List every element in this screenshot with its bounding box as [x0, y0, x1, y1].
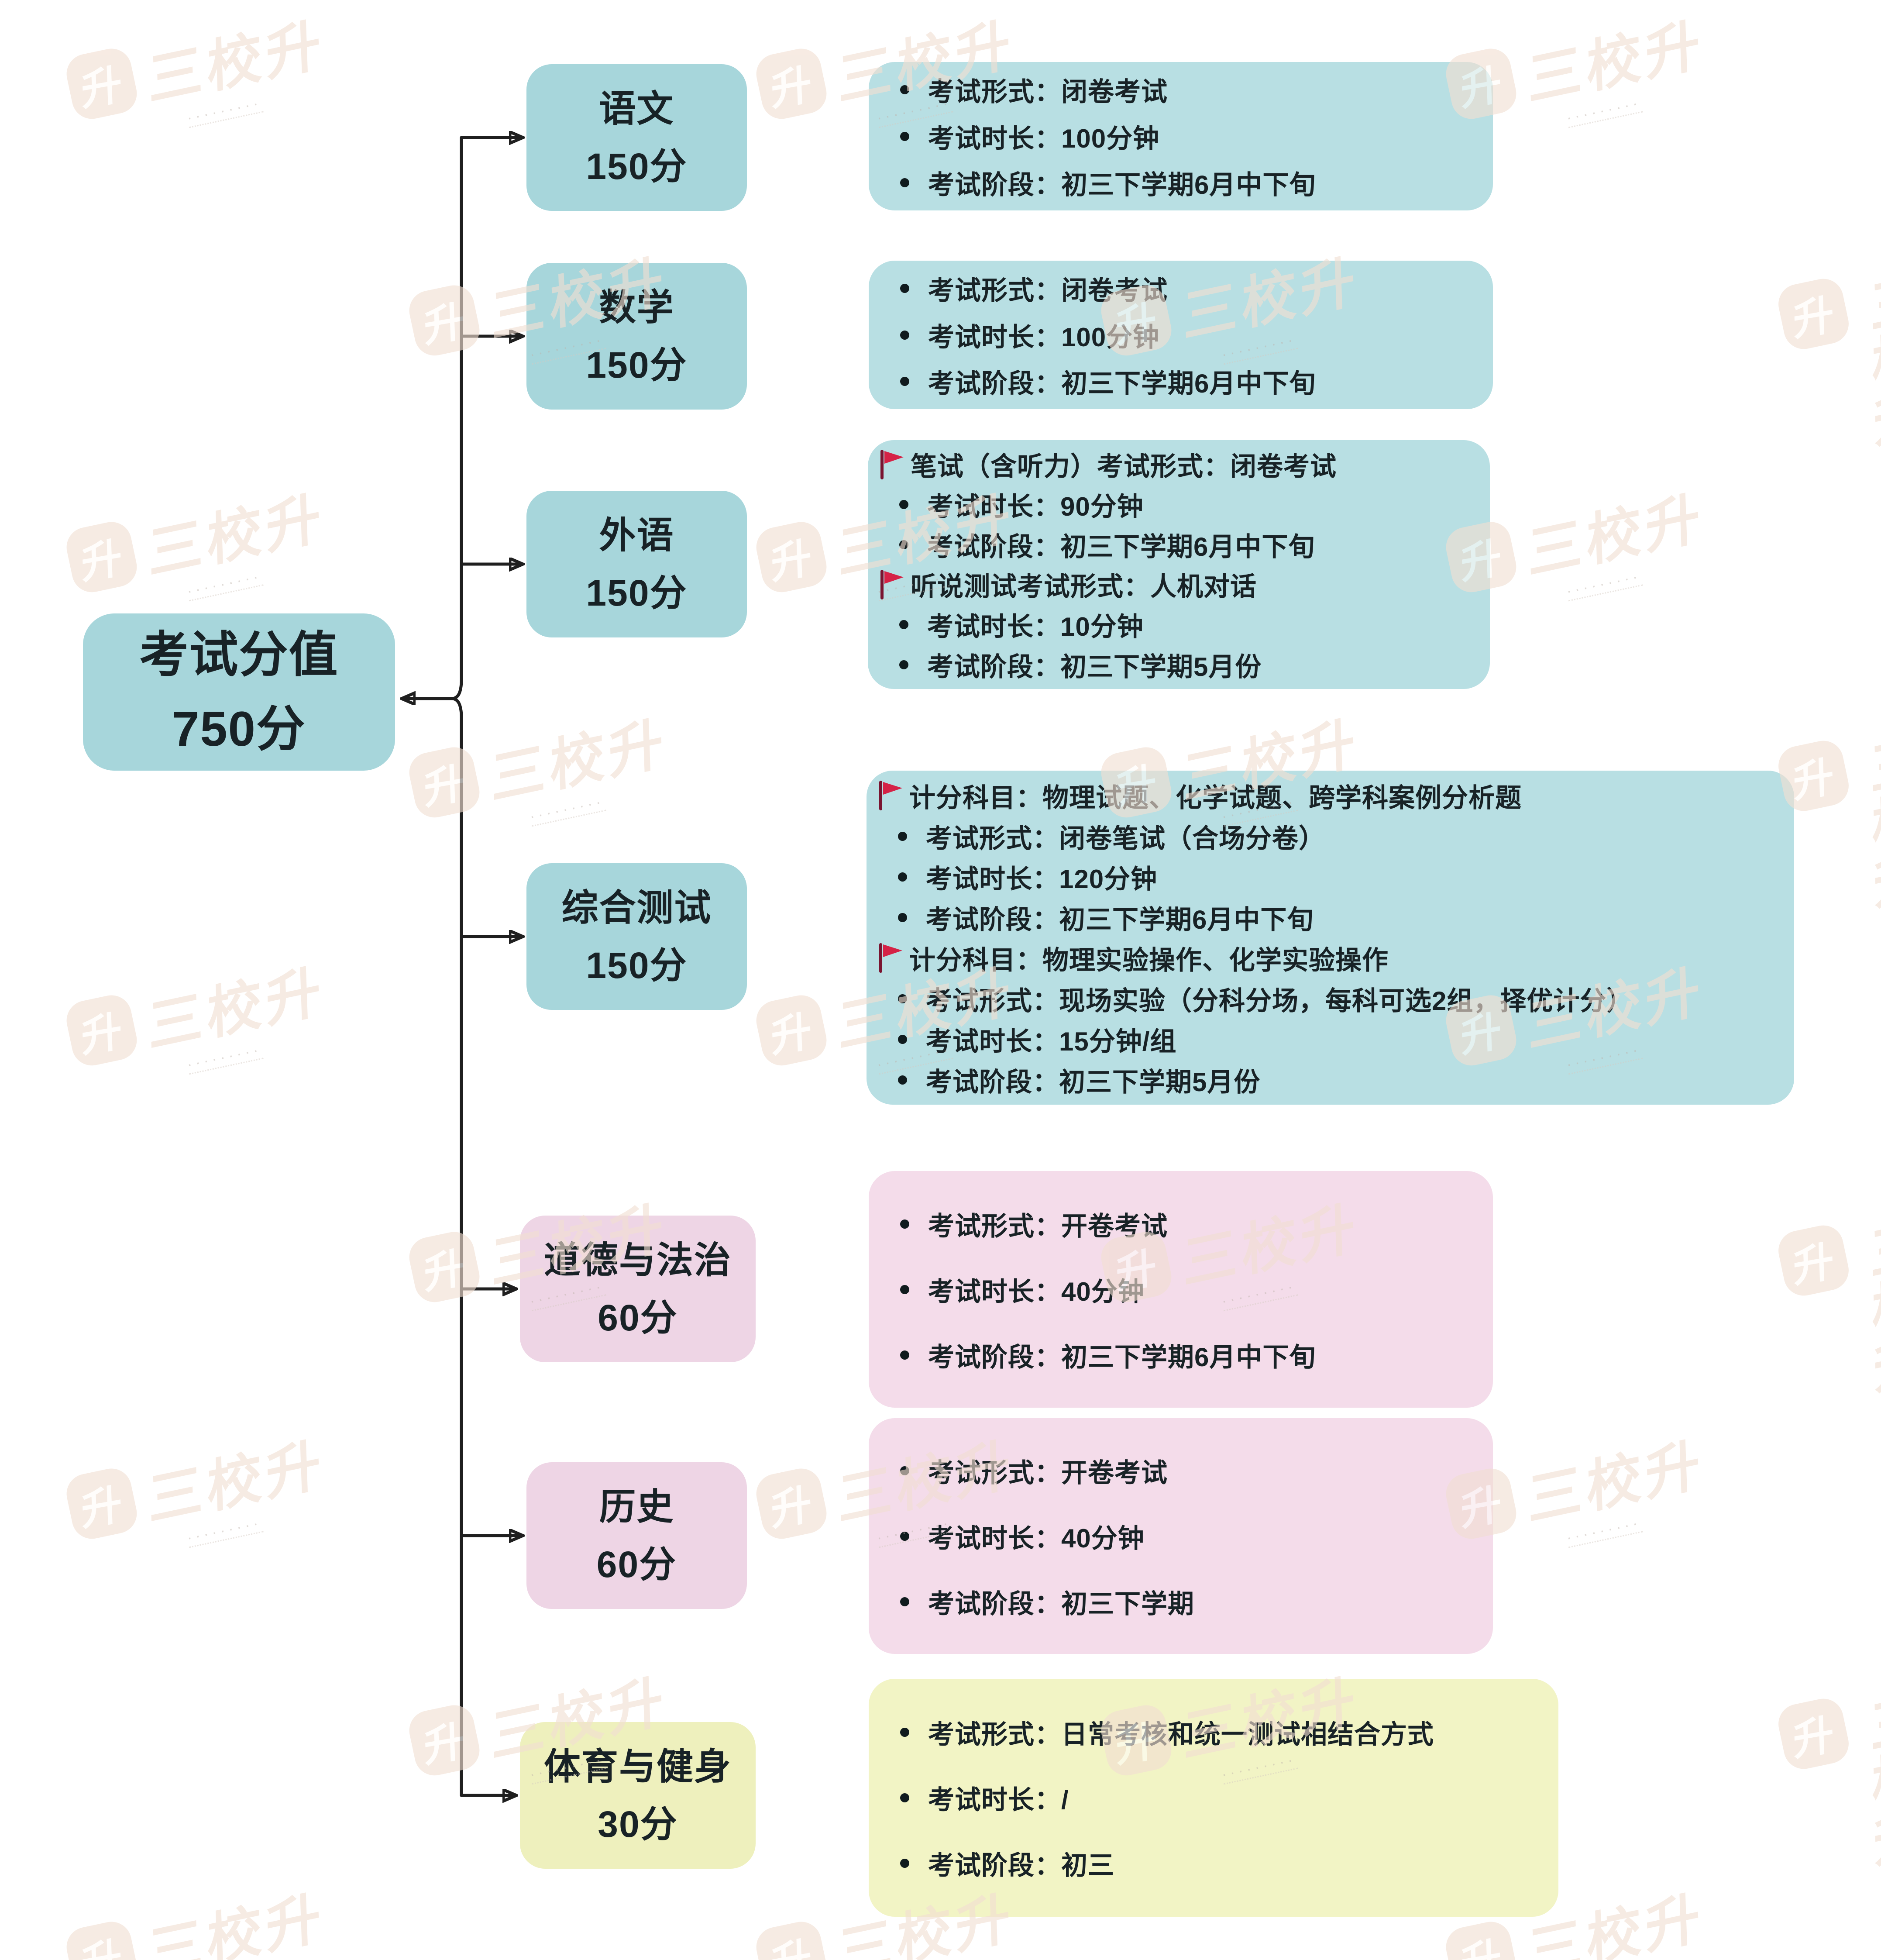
subject-node-daode-fazhi: 道德与法治 60分 — [520, 1216, 756, 1362]
bullet-icon — [900, 377, 909, 386]
bullet-icon — [900, 1350, 909, 1360]
bullet-icon — [898, 872, 907, 882]
detail-item: 考试形式：闭卷考试 — [880, 66, 1475, 113]
detail-item: 考试形式：闭卷笔试（合场分卷） — [878, 816, 1777, 857]
bullet-icon — [898, 1075, 907, 1085]
bullet-icon — [899, 660, 908, 669]
detail-item: 听说测试考试形式：人机对话 — [879, 565, 1472, 605]
subject-score: 60分 — [598, 1297, 678, 1338]
detail-item: 计分科目：物理实验操作、化学实验操作 — [878, 938, 1777, 978]
root-score: 750分 — [172, 702, 306, 756]
detail-box-shuxue: 考试形式：闭卷考试 考试时长：100分钟 考试阶段：初三下学期6月中下旬 — [869, 261, 1493, 409]
detail-item: 考试时长：120分钟 — [878, 857, 1777, 897]
root-node: 考试分值 750分 — [83, 613, 395, 771]
detail-item: 考试阶段：初三下学期 — [880, 1569, 1475, 1634]
detail-item: 考试时长：40分钟 — [880, 1257, 1475, 1322]
detail-item: 考试时长：100分钟 — [880, 113, 1475, 160]
detail-item: 考试时长：90分钟 — [879, 485, 1472, 525]
subject-name: 数学 — [599, 287, 674, 328]
subject-node-lishi: 历史 60分 — [526, 1462, 747, 1609]
subject-name: 历史 — [599, 1486, 674, 1527]
bullet-icon — [900, 1531, 909, 1541]
detail-item: 考试阶段：初三下学期5月份 — [878, 1060, 1777, 1100]
detail-item: 考试形式：开卷考试 — [880, 1191, 1475, 1257]
subject-name: 体育与健身 — [543, 1746, 732, 1787]
bullet-icon — [900, 1285, 909, 1294]
subject-name: 外语 — [599, 515, 674, 556]
detail-item: 考试形式：开卷考试 — [880, 1438, 1475, 1503]
detail-box-yuwen: 考试形式：闭卷考试 考试时长：100分钟 考试阶段：初三下学期6月中下旬 — [869, 62, 1493, 210]
detail-item: 考试形式：现场实验（分科分场，每科可选2组，择优计分） — [878, 978, 1777, 1019]
detail-item: 考试时长：100分钟 — [880, 312, 1475, 358]
detail-item: 考试时长：10分钟 — [879, 605, 1472, 645]
bullet-icon — [899, 499, 908, 509]
detail-item: 考试阶段：初三下学期6月中下旬 — [880, 159, 1475, 206]
subject-score: 60分 — [596, 1544, 677, 1585]
bullet-icon — [898, 913, 907, 922]
subject-name: 道德与法治 — [543, 1240, 732, 1281]
flag-icon — [879, 943, 902, 973]
detail-item: 考试时长：/ — [880, 1765, 1541, 1831]
bullet-icon — [900, 1728, 909, 1737]
flag-icon — [880, 449, 904, 479]
flag-icon — [879, 781, 902, 810]
detail-box-zonghe-ceshi: 计分科目：物理试题、化学试题、跨学科案例分析题 考试形式：闭卷笔试（合场分卷） … — [867, 771, 1794, 1105]
bullet-icon — [899, 620, 908, 629]
bullet-icon — [900, 1466, 909, 1475]
bullet-icon — [900, 330, 909, 340]
subject-score: 30分 — [598, 1804, 678, 1845]
bullet-icon — [900, 1859, 909, 1868]
subject-node-zonghe-ceshi: 综合测试 150分 — [526, 863, 747, 1010]
bullet-icon — [900, 283, 909, 293]
detail-item: 考试时长：40分钟 — [880, 1503, 1475, 1569]
subject-score: 150分 — [586, 146, 688, 187]
detail-item: 考试阶段：初三下学期5月份 — [879, 644, 1472, 685]
bullet-icon — [900, 178, 909, 188]
subject-name: 综合测试 — [561, 887, 712, 928]
detail-item: 考试阶段：初三下学期6月中下旬 — [880, 1322, 1475, 1388]
detail-box-tiyu-jianshen: 考试形式：日常考核和统一测试相结合方式 考试时长：/ 考试阶段：初三 — [869, 1679, 1558, 1917]
detail-box-lishi: 考试形式：开卷考试 考试时长：40分钟 考试阶段：初三下学期 — [869, 1418, 1493, 1654]
bullet-icon — [900, 1793, 909, 1802]
subject-node-shuxue: 数学 150分 — [526, 263, 747, 410]
detail-item: 计分科目：物理试题、化学试题、跨学科案例分析题 — [878, 775, 1777, 816]
bullet-icon — [900, 1597, 909, 1606]
flag-icon — [880, 569, 904, 599]
detail-item: 笔试（含听力）考试形式：闭卷考试 — [879, 444, 1472, 485]
subject-node-yuwen: 语文 150分 — [526, 64, 747, 211]
bullet-icon — [898, 1034, 907, 1044]
detail-box-daode-fazhi: 考试形式：开卷考试 考试时长：40分钟 考试阶段：初三下学期6月中下旬 — [869, 1171, 1493, 1408]
bullet-icon — [900, 1219, 909, 1229]
detail-item: 考试阶段：初三 — [880, 1831, 1541, 1896]
detail-item: 考试阶段：初三下学期6月中下旬 — [878, 897, 1777, 938]
detail-item: 考试形式：日常考核和统一测试相结合方式 — [880, 1700, 1541, 1765]
subject-score: 150分 — [586, 945, 688, 986]
subject-node-waiyu: 外语 150分 — [526, 491, 747, 637]
bullet-icon — [898, 831, 907, 841]
subject-score: 150分 — [586, 344, 688, 386]
detail-item: 考试阶段：初三下学期6月中下旬 — [879, 524, 1472, 565]
root-title: 考试分值 — [139, 627, 339, 682]
subject-name: 语文 — [599, 88, 674, 129]
bullet-icon — [898, 994, 907, 1003]
subject-node-tiyu-jianshen: 体育与健身 30分 — [520, 1722, 756, 1869]
bullet-icon — [900, 131, 909, 141]
bullet-icon — [900, 85, 909, 94]
detail-item: 考试阶段：初三下学期6月中下旬 — [880, 358, 1475, 405]
subject-score: 150分 — [586, 572, 688, 613]
detail-item: 考试时长：15分钟/组 — [878, 1019, 1777, 1060]
detail-box-waiyu: 笔试（含听力）考试形式：闭卷考试 考试时长：90分钟 考试阶段：初三下学期6月中… — [868, 440, 1490, 689]
detail-item: 考试形式：闭卷考试 — [880, 265, 1475, 312]
bullet-icon — [899, 540, 908, 549]
